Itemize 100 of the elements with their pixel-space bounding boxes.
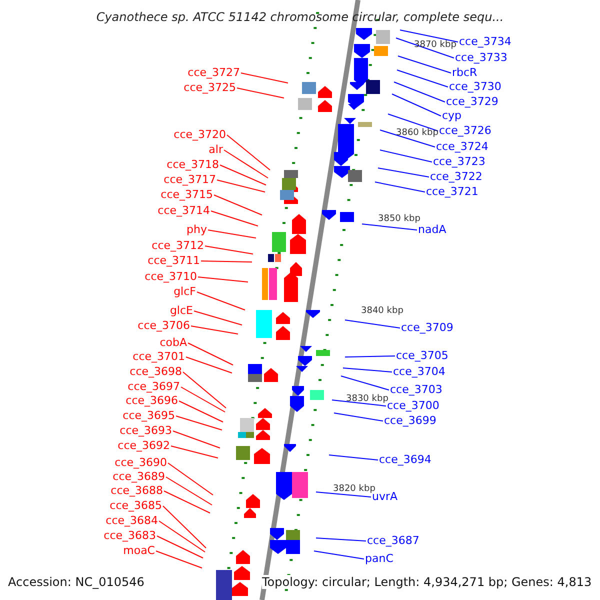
gene-label: cce_3725 [184, 81, 236, 94]
gene-label: panC [365, 552, 394, 565]
gene-label: cce_3729 [446, 95, 498, 108]
leader-line [344, 320, 400, 328]
gene-label: cobA [160, 336, 187, 349]
gene-label: moaC [123, 544, 155, 557]
gene-label: cce_3694 [379, 453, 432, 466]
leader-line [188, 342, 234, 366]
leader-line [394, 82, 446, 102]
leader-line [328, 454, 378, 460]
gene-label: cce_3683 [104, 529, 156, 542]
leader-line [216, 180, 266, 192]
leader-line [204, 246, 254, 254]
gene-label: cce_3688 [110, 484, 163, 497]
gene-label: cce_3687 [367, 534, 420, 547]
gene-label: cce_3720 [174, 128, 226, 141]
gene-label: cce_3689 [112, 470, 165, 483]
leader-line [332, 400, 386, 406]
gene-label: glcE [170, 304, 193, 317]
leader-line [198, 276, 248, 282]
gene-label: cce_3685 [110, 499, 162, 512]
scale-label: 3830 kbp [346, 394, 388, 404]
gene-label: glcF [174, 285, 196, 298]
leader-line [164, 490, 210, 514]
leader-line [200, 260, 252, 262]
leader-line [378, 168, 430, 178]
gene-label: cce_3696 [126, 394, 178, 407]
gene-label: cce_3700 [387, 399, 440, 412]
scale-label: 3850 kbp [378, 214, 420, 224]
gene-label: rbcR [452, 66, 478, 79]
leader-line [180, 386, 226, 412]
leader-line [316, 538, 366, 542]
gene-label: phy [186, 223, 207, 236]
leader-line [178, 400, 224, 422]
leader-line [396, 38, 454, 58]
leader-line [196, 292, 246, 310]
gene-label: cce_3726 [439, 124, 492, 137]
footer-text: Accession: NC_010546 [8, 575, 144, 589]
leader-line [334, 412, 384, 422]
leader-line [226, 134, 270, 170]
leader-line [344, 356, 396, 358]
leader-line [396, 70, 448, 88]
footer-text: Topology: circular; Length: 4,934,271 bp; Genes: 4,813 [262, 575, 592, 589]
gene-label: cce_3706 [138, 319, 190, 332]
gene-label: cce_3704 [393, 365, 446, 378]
gene-label: cce_3723 [433, 155, 486, 168]
gene-label: cce_3721 [426, 185, 478, 198]
leader-line [182, 372, 226, 408]
gene-label: cce_3693 [120, 424, 172, 437]
gene-label: cce_3699 [384, 414, 436, 427]
leader-line [380, 150, 432, 162]
leader-line [214, 194, 262, 216]
gene-label: cce_3690 [114, 456, 167, 469]
leader-line [194, 310, 242, 326]
gene-label: cyp [442, 109, 462, 122]
scale-label: 3860 kbp [396, 128, 438, 138]
leader-line [342, 368, 392, 372]
leader-line [220, 164, 266, 186]
gene-label: cce_3724 [436, 140, 488, 153]
gene-label: cce_3705 [396, 349, 448, 362]
gene-label: cce_3709 [401, 321, 454, 334]
leader-line [398, 56, 452, 74]
gene-label: cce_3703 [390, 383, 442, 396]
leader-line [190, 326, 238, 334]
gene-label: cce_3714 [158, 204, 210, 217]
gene-label: cce_3711 [148, 254, 200, 267]
leader-line [176, 416, 222, 430]
leader-line [374, 182, 426, 192]
leader-line [236, 88, 284, 98]
gene-label: cce_3734 [459, 35, 512, 48]
scale-label: 3840 kbp [361, 306, 404, 316]
gene-label: nadA [418, 223, 446, 236]
leader-line [156, 536, 204, 558]
gene-label: cce_3701 [132, 350, 185, 363]
leader-line [316, 492, 372, 498]
scale-label: 3870 kbp [414, 40, 456, 50]
leader-line [186, 356, 232, 374]
gene-label: cce_3695 [122, 409, 175, 422]
gene-label: alr [208, 143, 223, 156]
leader-line [240, 72, 288, 84]
leader-line [162, 506, 206, 548]
leader-line [392, 94, 442, 116]
leader-line [158, 520, 206, 552]
leader-line [210, 210, 258, 226]
gene-label: cce_3722 [430, 170, 482, 183]
gene-label: cce_3730 [449, 80, 502, 93]
gene-label: cce_3718 [166, 158, 219, 171]
gene-label: cce_3710 [144, 270, 197, 283]
leader-line [362, 224, 418, 230]
leader-line [208, 230, 256, 238]
leader-line [314, 550, 364, 560]
gene-label: cce_3715 [160, 188, 213, 201]
gene-label: cce_3697 [128, 380, 180, 393]
gene-label: cce_3698 [130, 365, 182, 378]
leader-line [172, 430, 220, 448]
leader-line [400, 30, 458, 42]
leader-line [170, 446, 218, 458]
leader-line [380, 130, 436, 148]
leader-line [166, 476, 212, 506]
leader-line [224, 150, 268, 178]
